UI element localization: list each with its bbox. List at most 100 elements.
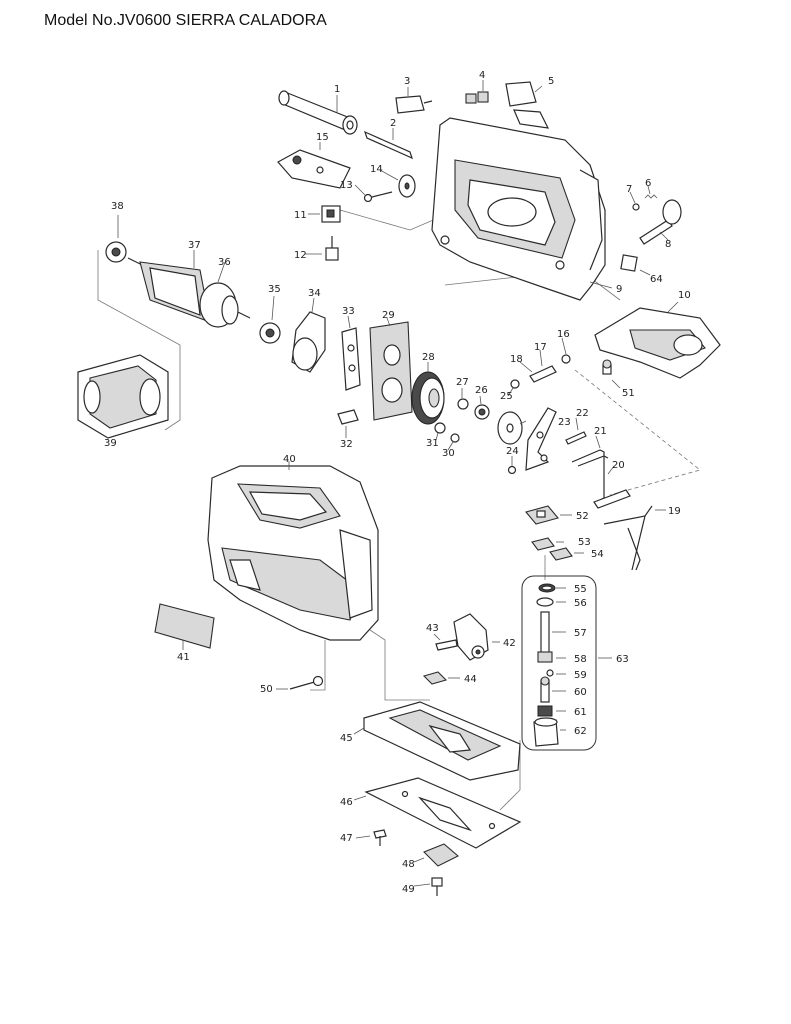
part-60-screw	[540, 676, 566, 703]
callout-29: 29	[382, 310, 395, 321]
callout-64: 64	[650, 274, 663, 285]
callout-1: 1	[334, 84, 340, 95]
callout-38: 38	[111, 201, 124, 212]
part-7-ball	[629, 191, 640, 211]
part-28-gear	[411, 362, 445, 425]
callout-13: 13	[340, 180, 353, 191]
callout-52: 52	[576, 511, 589, 522]
callout-51: 51	[622, 388, 635, 399]
part-64-label	[620, 254, 651, 276]
part-63-plunger-assembly-box	[521, 575, 612, 751]
callout-16: 16	[557, 329, 570, 340]
callout-54: 54	[591, 549, 604, 560]
callout-14: 14	[370, 164, 383, 175]
part-11-brush-holder	[308, 205, 341, 223]
part-54-washer	[549, 547, 584, 561]
part-17-pin	[539, 349, 543, 367]
part-19-hex-wrench	[603, 505, 666, 571]
part-39-stator	[77, 354, 169, 439]
part-51-screw	[602, 359, 621, 389]
callout-32: 32	[340, 439, 353, 450]
callout-53: 53	[578, 537, 591, 548]
callout-2: 2	[390, 118, 396, 129]
callout-17: 17	[534, 342, 547, 353]
callout-44: 44	[464, 674, 477, 685]
callout-41: 41	[177, 652, 190, 663]
part-49-bolt	[413, 877, 443, 896]
callout-22: 22	[576, 408, 589, 419]
part-35-bearing	[259, 295, 281, 344]
callout-9: 9	[616, 284, 622, 295]
part-50-screw	[276, 675, 324, 690]
part-46-shoe-plate	[353, 777, 522, 849]
callout-23: 23	[558, 417, 571, 428]
callout-7: 7	[626, 184, 632, 195]
callout-19: 19	[668, 506, 681, 517]
callout-18: 18	[510, 354, 523, 365]
part-15-switch-plate	[277, 142, 351, 189]
callout-30: 30	[442, 448, 455, 459]
part-13-screw	[354, 184, 393, 203]
part-45-base	[353, 701, 521, 781]
callout-31: 31	[426, 438, 439, 449]
part-30-ring	[447, 433, 460, 451]
part-21-bracket	[571, 435, 609, 501]
callout-48: 48	[402, 859, 415, 870]
part-4-connector	[465, 80, 489, 104]
part-40-handle-housing	[207, 461, 379, 641]
part-5-trigger	[505, 81, 550, 129]
part-14-cam	[379, 169, 416, 198]
callout-36: 36	[218, 257, 231, 268]
part-56-ring	[536, 597, 566, 607]
part-29-gear-housing-plate	[369, 317, 413, 421]
part-58-collar	[537, 651, 566, 663]
callout-62: 62	[574, 726, 587, 737]
part-24-nut	[507, 456, 517, 475]
part-32-clip	[337, 409, 359, 438]
part-20-guide-rail	[593, 465, 631, 509]
part-18-roller	[519, 361, 557, 383]
callout-58: 58	[574, 654, 587, 665]
part-33-plate	[341, 315, 361, 391]
part-23-disc	[497, 411, 527, 445]
callout-26: 26	[475, 385, 488, 396]
part-3-switch	[395, 87, 433, 114]
callout-8: 8	[665, 239, 671, 250]
part-43-pin	[433, 633, 458, 651]
part-47-screw	[355, 829, 387, 846]
callout-25: 25	[500, 391, 513, 402]
callout-28: 28	[422, 352, 435, 363]
callout-45: 45	[340, 733, 353, 744]
part-37-armature	[127, 250, 251, 328]
callout-42: 42	[503, 638, 516, 649]
part-53-washer	[531, 537, 564, 551]
part-62-blade-clamp	[533, 717, 566, 747]
part-44-block	[422, 671, 460, 685]
part-42-roller-holder	[453, 613, 500, 661]
callout-20: 20	[612, 460, 625, 471]
part-22-slider-plate	[525, 407, 557, 471]
part-38-bearing	[105, 215, 127, 263]
part-41-label-plate	[154, 603, 215, 650]
part-55-ring	[538, 583, 566, 593]
callout-59: 59	[574, 670, 587, 681]
callout-21: 21	[594, 426, 607, 437]
callout-labels: 1 2 3 4 5 6 7 8 9 10 11 12 13 14 15 16 1…	[104, 70, 691, 895]
callout-3: 3	[404, 76, 410, 87]
callout-11: 11	[294, 210, 307, 221]
callout-34: 34	[308, 288, 321, 299]
callout-15: 15	[316, 132, 329, 143]
callout-35: 35	[268, 284, 281, 295]
part-6-spring	[644, 185, 658, 199]
callout-56: 56	[574, 598, 587, 609]
part-25-pin	[507, 379, 520, 397]
part-48-clamp	[413, 843, 459, 867]
callout-40: 40	[283, 454, 296, 465]
part-26-bearing	[474, 395, 490, 420]
model-title: Model No.JV0600 SIERRA CALADORA	[44, 12, 327, 29]
part-2-cord	[364, 128, 413, 160]
part-57-plunger-rod	[540, 611, 566, 657]
callout-43: 43	[426, 623, 439, 634]
callout-10: 10	[678, 290, 691, 301]
